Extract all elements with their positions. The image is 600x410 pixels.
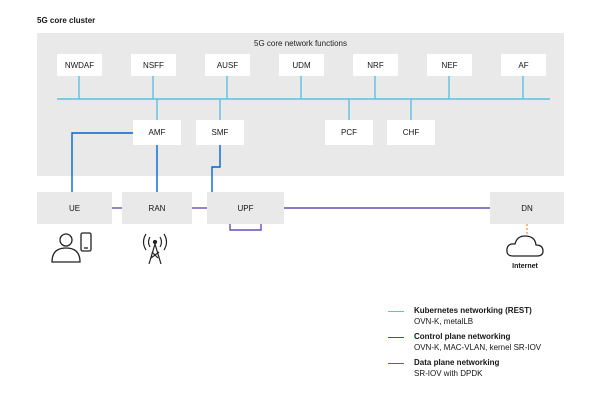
cloud-icon xyxy=(506,235,544,257)
user-with-phone-icon xyxy=(51,232,92,263)
legend-item-data: Data plane networking SR-IOV with DPDK xyxy=(388,358,598,380)
node-ue: UE xyxy=(37,192,112,224)
nf-node-nef: NEF xyxy=(427,54,472,76)
node-upf: UPF xyxy=(207,192,284,224)
nf-node-nsff: NSFF xyxy=(131,54,176,76)
legend-subtitle-rest: OVN-K, metalLB xyxy=(414,317,474,326)
cluster-title: 5G core cluster xyxy=(37,16,96,25)
legend-swatch-rest xyxy=(388,311,404,312)
control-smf-upf-line xyxy=(211,145,221,192)
legend-subtitle-control: OVN-K, MAC-VLAN, kernel SR-IOV xyxy=(414,343,542,352)
legend-swatch-control xyxy=(388,337,404,338)
nf-node-nrf: NRF xyxy=(353,54,398,76)
nf-node-amf: AMF xyxy=(133,120,181,145)
node-dn: DN xyxy=(490,192,564,224)
node-ran: RAN xyxy=(122,192,192,224)
nf-node-smf: SMF xyxy=(196,120,244,145)
legend-item-control: Control plane networking OVN-K, MAC-VLAN… xyxy=(388,332,598,354)
control-amf-ue-line xyxy=(71,132,133,192)
nf-node-udm: UDM xyxy=(279,54,324,76)
nf-node-chf: CHF xyxy=(387,120,435,145)
radio-tower-icon xyxy=(142,233,168,265)
nf-node-af: AF xyxy=(501,54,546,76)
legend-subtitle-data: SR-IOV with DPDK xyxy=(414,369,483,378)
data-upf-loop-line xyxy=(229,224,262,231)
nf-node-nwdaf: NWDAF xyxy=(57,54,102,76)
legend-swatch-data xyxy=(388,363,404,364)
legend-item-rest: Kubernetes networking (REST) OVN-K, meta… xyxy=(388,306,598,328)
nf-node-pcf: PCF xyxy=(325,120,373,145)
nf-node-ausf: AUSF xyxy=(205,54,250,76)
legend-title-rest: Kubernetes networking (REST) xyxy=(414,306,532,315)
legend-title-control: Control plane networking xyxy=(414,332,511,341)
internet-label: Internet xyxy=(512,263,538,270)
legend-title-data: Data plane networking xyxy=(414,358,500,367)
core-network-functions-label: 5G core network functions xyxy=(254,39,347,48)
